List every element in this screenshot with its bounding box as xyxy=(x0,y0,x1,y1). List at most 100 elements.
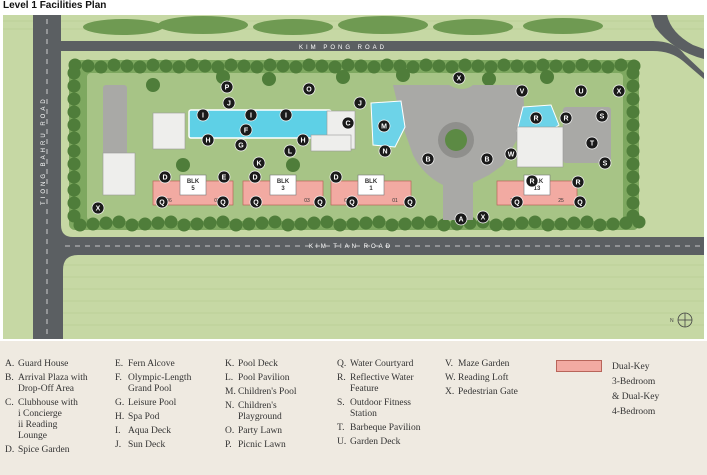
facility-marker-q: Q xyxy=(155,195,169,209)
svg-text:K: K xyxy=(256,161,261,168)
svg-text:X: X xyxy=(481,215,486,222)
facility-marker-i: I xyxy=(196,108,210,122)
svg-text:Q: Q xyxy=(514,200,520,207)
svg-text:S: S xyxy=(603,161,608,168)
svg-text:X: X xyxy=(96,206,101,213)
legend-key: V. xyxy=(445,359,454,369)
legend-key: X. xyxy=(445,387,455,397)
facility-marker-i: I xyxy=(244,108,258,122)
facility-marker-p: P xyxy=(220,80,234,94)
svg-text:H: H xyxy=(205,138,210,145)
facility-marker-j: J xyxy=(222,96,236,110)
facility-marker-q: Q xyxy=(249,195,263,209)
legend-text: Pool Deck xyxy=(238,359,278,369)
road-markings xyxy=(46,19,704,335)
legend-text: Arrival Plaza with Drop-Off Area xyxy=(18,373,88,394)
legend-item: B.Arrival Plaza with Drop-Off Area xyxy=(5,373,88,395)
legend-text: Party Lawn xyxy=(238,426,283,436)
legend-key: S. xyxy=(337,398,345,408)
facility-marker-o: O xyxy=(302,82,316,96)
legend-key: H. xyxy=(115,412,125,422)
legend-text: Pool Pavilion xyxy=(238,373,290,383)
svg-text:Q: Q xyxy=(253,200,259,207)
legend-item: L.Pool Pavilion xyxy=(225,373,296,384)
legend-item: E. Fern Alcove xyxy=(115,359,191,370)
svg-text:V: V xyxy=(520,89,525,96)
svg-text:S: S xyxy=(600,114,605,121)
facility-marker-k: K xyxy=(252,156,266,170)
svg-text:A: A xyxy=(458,217,463,224)
legend-text: Outdoor Fitness Station xyxy=(350,398,411,419)
svg-text:X: X xyxy=(457,76,462,83)
svg-text:I: I xyxy=(202,113,204,120)
facility-marker-l: L xyxy=(283,144,297,158)
north-label: N xyxy=(670,318,674,324)
legend-text: Guard House xyxy=(18,359,69,369)
legend-item: D.Spice Garden xyxy=(5,445,88,456)
svg-text:I: I xyxy=(285,113,287,120)
svg-text:C: C xyxy=(345,121,350,128)
legend-text: Children's Playground xyxy=(238,401,282,422)
legend-item: H.Spa Pod xyxy=(115,412,191,423)
facility-marker-d: D xyxy=(248,170,262,184)
facility-marker-j: J xyxy=(353,96,367,110)
svg-text:T: T xyxy=(590,141,595,148)
svg-text:J: J xyxy=(358,101,362,108)
legend-item: N.Children's Playground xyxy=(225,401,296,423)
svg-text:L: L xyxy=(288,149,293,156)
legend-key: E. xyxy=(115,359,124,369)
clubhouse-buildings xyxy=(102,110,564,196)
block-label: BLK xyxy=(365,179,378,185)
legend-text: Water Courtyard xyxy=(350,359,414,369)
svg-text:M: M xyxy=(381,124,387,131)
legend-text: Reading Loft xyxy=(458,373,509,383)
facility-marker-q: Q xyxy=(345,195,359,209)
facility-marker-r: R xyxy=(529,111,543,125)
svg-text:G: G xyxy=(238,143,244,150)
svg-text:D: D xyxy=(333,175,338,182)
unit-number: 25 xyxy=(558,198,564,204)
facility-marker-s: S xyxy=(595,109,609,123)
legend-key: D. xyxy=(5,445,15,455)
legend-item: P.Picnic Lawn xyxy=(225,440,296,451)
legend-item: W.Reading Loft xyxy=(445,373,518,384)
legend-item: A.Guard House xyxy=(5,359,88,370)
legend-text: Clubhouse with i Concierge ii Reading Lo… xyxy=(18,398,78,441)
legend-text: Barbeque Pavilion xyxy=(350,423,421,433)
block-2: BLK30403 xyxy=(242,174,324,206)
dual-key-swatch xyxy=(556,360,602,372)
legend-item: F.Olympic-Length Grand Pool xyxy=(115,373,191,395)
north-arrow: N xyxy=(670,312,693,328)
svg-text:E: E xyxy=(222,175,227,182)
svg-text:O: O xyxy=(306,87,312,94)
legend-key: N. xyxy=(225,401,235,411)
legend-item: X.Pedestrian Gate xyxy=(445,387,518,398)
legend-text: Picnic Lawn xyxy=(238,440,286,450)
facility-marker-t: T xyxy=(585,136,599,150)
legend-item: I.Aqua Deck xyxy=(115,426,191,437)
svg-text:Q: Q xyxy=(317,200,323,207)
legend-text: Garden Deck xyxy=(350,437,401,447)
legend-item: O.Party Lawn xyxy=(225,426,296,437)
road-label-kim-tian: KIM TIAN ROAD xyxy=(309,244,393,250)
legend-key: A. xyxy=(5,359,15,369)
legend-key: C. xyxy=(5,398,14,408)
facility-marker-b: B xyxy=(421,152,435,166)
legend-text: Fern Alcove xyxy=(128,359,175,369)
legend-text: Reflective Water Feature xyxy=(350,373,414,394)
facility-marker-i: I xyxy=(279,108,293,122)
facility-marker-s: S xyxy=(598,156,612,170)
road-label-tiong-bahru: TIONG BAHRU ROAD xyxy=(41,96,47,205)
legend-item: T.Barbeque Pavilion xyxy=(337,423,420,434)
block-label: 5 xyxy=(191,186,195,192)
facility-marker-e: E xyxy=(217,170,231,184)
legend-text: Spice Garden xyxy=(18,445,70,455)
block-label: 1 xyxy=(369,186,373,192)
legend-text: Pedestrian Gate xyxy=(458,387,518,397)
legend-text: Spa Pod xyxy=(128,412,160,422)
legend-item: U.Garden Deck xyxy=(337,437,420,448)
svg-text:R: R xyxy=(563,116,568,123)
